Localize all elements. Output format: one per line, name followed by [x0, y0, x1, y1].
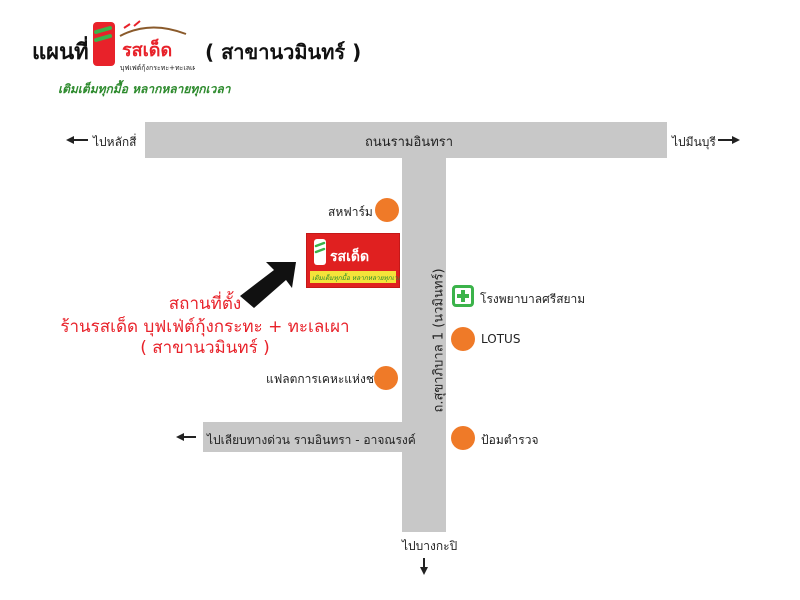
hospital-cross-icon: [452, 285, 474, 307]
poi-label-sahafarm: สหฟาร์ม: [328, 205, 373, 219]
side-road: [402, 158, 446, 532]
east-arrow-icon: [718, 136, 740, 144]
restaurant-logo: รสเด็ด บุฟเฟต์กุ้งกระทะ+ทะเลเผา: [90, 18, 200, 76]
west-arrow-icon: [66, 136, 88, 144]
location-restaurant-name: ร้านรสเด็ด บุฟเฟ่ต์กุ้งกระทะ + ทะเลเผา: [60, 317, 350, 337]
branch-name: ( สาขานวมินทร์ ): [205, 40, 362, 64]
direction-west: ไปหลักสี่: [93, 135, 137, 149]
location-heading: สถานที่ตั้ง: [168, 294, 242, 314]
logo-text: รสเด็ด: [122, 38, 172, 61]
poi-label-hospital: โรงพยาบาลศรีสยาม: [480, 292, 586, 306]
store-sign-tagline: เติมเต็มทุกมื้อ หลากหลายทุกเวลา: [312, 273, 400, 282]
main-road: [145, 122, 667, 158]
police-marker-icon: [451, 426, 475, 450]
map-title: แผนที่: [32, 40, 89, 65]
lotus-marker-icon: [451, 327, 475, 351]
store-sign: รสเด็ด เติมเต็มทุกมื้อ หลากหลายทุกเวลา: [306, 233, 400, 288]
poi-label-lotus: LOTUS: [481, 332, 521, 346]
direction-south: ไปบางกะปิ: [402, 539, 458, 553]
logo-subtext: บุฟเฟต์กุ้งกระทะ+ทะเลเผา: [120, 64, 195, 72]
side-road-label: ถ.สุขาภิบาล 1 (นวมินทร์): [431, 268, 447, 413]
location-branch: ( สาขานวมินทร์ ): [140, 338, 270, 358]
store-sign-name: รสเด็ด: [330, 247, 369, 265]
flats-marker-icon: [374, 366, 398, 390]
south-arrow-icon: [420, 558, 428, 575]
sahafarm-marker-icon: [375, 198, 399, 222]
direction-east: ไปมีนบุรี: [672, 135, 716, 149]
tagline: เติมเต็มทุกมื้อ หลากหลายทุกเวลา: [58, 82, 231, 96]
poi-label-police: ป้อมตำรวจ: [481, 433, 539, 447]
expressway-label: ไปเลียบทางด่วน รามอินทรา - อาจณรงค์: [207, 433, 416, 447]
expressway-arrow-icon: [176, 433, 196, 441]
main-road-label: ถนนรามอินทรา: [365, 135, 454, 150]
location-pointer-arrow-icon: [240, 262, 296, 308]
poi-label-flats: แฟลตการเคหะแห่งชาติ: [266, 372, 389, 386]
expressway-road: [203, 422, 402, 452]
